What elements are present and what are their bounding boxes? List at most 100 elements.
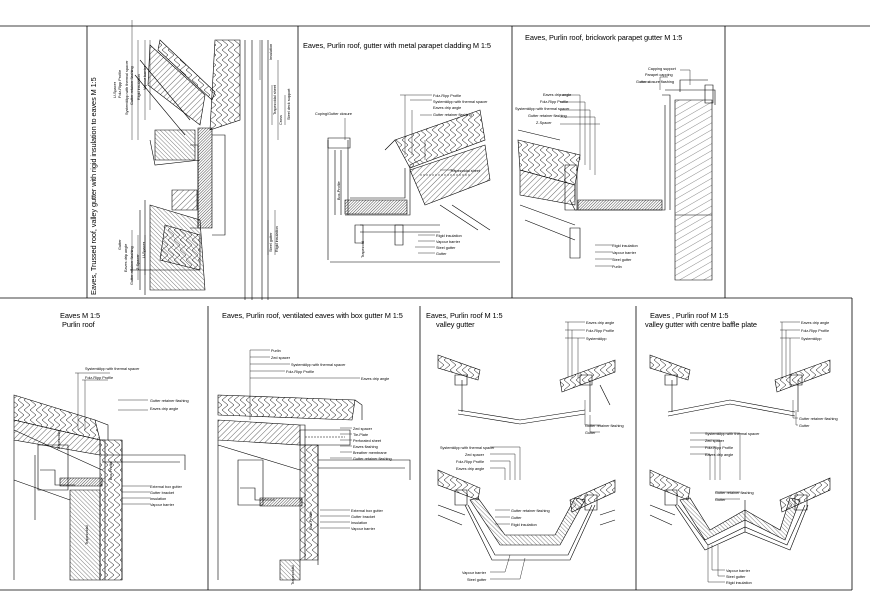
label-systemklipp-thermal: Systemklipp with thermal spacer xyxy=(440,446,495,450)
panel-ventilated-eaves-box-gutter: Eaves, Purlin roof, ventilated eaves wit… xyxy=(218,311,410,585)
label-rigid-insulation: Rigid insulation xyxy=(137,74,141,100)
label-folz-ripp-profile-2: Folz-Ripp Profile xyxy=(705,446,733,450)
label-steel-gutter: Steel gutter xyxy=(726,575,746,579)
label-folz-ripp-profile: Folz-Ripp Profile xyxy=(286,370,314,374)
label-rigid-insulation: Rigid insulation xyxy=(511,523,537,527)
panel-title: Eaves, Purlin roof M 1:5 xyxy=(426,311,502,320)
label-rigid-insulation: Rigid insulation xyxy=(726,581,752,585)
label-folz-ripp-profile: Folz-Ripp Profile xyxy=(586,329,614,333)
panel-title: Eaves, Purlin roof, gutter with metal pa… xyxy=(303,41,491,50)
label-cross: Cross xyxy=(279,115,283,125)
panel-purlin-metal-parapet: Eaves, Purlin roof, gutter with metal pa… xyxy=(303,41,500,262)
label-gutter: Gutter xyxy=(799,424,810,428)
sheet-frame xyxy=(0,26,870,590)
label-trapezoidal-2: Trapezoidal xyxy=(85,525,89,545)
label-rigid-insulation: Rigid insulation xyxy=(612,244,638,248)
label-u-spacer: U-Spacer xyxy=(113,81,117,98)
label-insulation: Insulation xyxy=(351,521,367,525)
panel-title: Eaves, Purlin roof, ventilated eaves wit… xyxy=(222,311,403,320)
label-gutter-2: Gutter xyxy=(511,516,522,520)
label-trapezoidal-sheet: Trapezoidal sheet xyxy=(450,169,481,173)
label-gutter-retainer-flashing-2: Gutter retainer flashing xyxy=(130,246,134,285)
label-gutter-2: Gutter xyxy=(715,498,726,502)
panel-title: Eaves, Purlin roof, brickwork parapet gu… xyxy=(525,33,682,42)
label-systemklipp: Systemklipp with thermal spacer xyxy=(433,100,488,104)
panel-subtitle: valley gutter with centre baffle plate xyxy=(645,320,757,329)
label-eaves-flashing: Eaves flashing xyxy=(353,445,378,449)
label-folz-ripp-profile: Folz-Ripp Profile xyxy=(433,94,461,98)
label-zed-spacer: Zed spacer xyxy=(271,356,291,360)
label-eaves-drip-angle-2: Eaves drip angle xyxy=(705,453,733,457)
label-systemklipp: Systemklipp xyxy=(801,337,821,341)
label-trapezoidal-sheet: Trapezoidal sheet xyxy=(273,84,277,115)
label-box-profile: Box-Profile xyxy=(109,461,113,480)
label-purlin: Purlin xyxy=(271,349,281,353)
label-eaves-drip-angle: Eaves drip angle xyxy=(543,93,571,97)
label-folz-ripp-profile: Folz-Ripp Profile xyxy=(801,329,829,333)
label-zed-spacer: Zed spacer xyxy=(465,453,485,457)
label-parapet-capping: Parapet capping xyxy=(645,73,673,77)
label-box-profile: Box-Profile xyxy=(309,511,313,530)
label-gutter-retainer-flashing-2: Gutter retainer flashing xyxy=(511,509,550,513)
label-eaves-drip-angle: Eaves drip angle xyxy=(150,407,178,411)
label-z-spacer: Z-Spacer xyxy=(136,254,140,270)
label-steel-gutter: Steel gutter xyxy=(269,232,273,252)
label-gutter-retainer-flashing-2: Gutter retainer flashing xyxy=(715,491,754,495)
panel-title: Eaves , Purlin roof M 1:5 xyxy=(650,311,728,320)
label-u-spacer-2: U-Spacer xyxy=(142,241,146,258)
label-folz-ripp-profile: Folz-Ripp Profile xyxy=(540,100,568,104)
label-gutter-retainer-flashing: Gutter retainer flashing xyxy=(528,114,567,118)
label-vapour-barrier: Vapour barrier xyxy=(726,569,751,573)
label-vapour-barrier: Vapour barrier xyxy=(351,527,376,531)
label-systemklipp: Systemklipp with thermal spacer xyxy=(85,367,140,371)
label-vapour-barrier: Vapour barrier xyxy=(436,240,461,244)
label-box-profile: Box-Profile xyxy=(337,181,341,200)
panel-trussed-roof-valley-gutter: Eaves, Trussed roof, valley gutter with … xyxy=(89,20,291,300)
label-insulation: Insulation xyxy=(150,497,166,501)
label-steel-deck-support: Steel deck support xyxy=(287,88,291,120)
label-gutter: Gutter xyxy=(118,239,122,250)
label-purlin: Purlin xyxy=(612,265,622,269)
label-zed-spacer: Zed spacer xyxy=(705,439,725,443)
label-steel-gutter: Steel gutter xyxy=(467,578,487,582)
label-tie-plate: Tie-Plate xyxy=(353,433,368,437)
label-rigid-insulation: Rigid insulation xyxy=(436,234,462,238)
label-systemklipp: Systemklipp with thermal spacer xyxy=(515,107,570,111)
label-folz-ripp-profile-2: Folz-Ripp Profile xyxy=(456,460,484,464)
label-folz-ripp-profile: Folz-Ripp Profile xyxy=(85,376,113,380)
label-gutter-closure-flashing: Gutter closure flashing xyxy=(636,80,674,84)
panel-title: Eaves M 1:5 xyxy=(60,311,100,320)
panel-eaves-purlin-roof: Eaves M 1:5 Purlin roof xyxy=(14,311,189,580)
label-z-spacer: Z-Spacer xyxy=(536,121,552,125)
label-systemklipp: Systemklipp with thermal spacer xyxy=(291,363,346,367)
label-folz-ripp-profile: Folz-Ripp Profile xyxy=(118,70,122,98)
label-vapour-barrier: Vapour barrier xyxy=(150,503,175,507)
panel-valley-gutter-centre-baffle: Eaves , Purlin roof M 1:5 valley gutter … xyxy=(645,311,838,585)
label-eaves-drip-angle: Eaves drip angle xyxy=(361,377,389,381)
label-capping-support: Capping support xyxy=(648,67,677,71)
label-eaves-drip-angle: Eaves drip angle xyxy=(586,321,614,325)
label-zed-spacer-2: Zed spacer xyxy=(353,427,373,431)
label-systemklipp: Systemklipp with thermal spacer xyxy=(125,60,129,115)
panel-valley-gutter: Eaves, Purlin roof M 1:5 valley gutter xyxy=(426,311,624,582)
panel-purlin-brickwork-parapet: Eaves, Purlin roof, brickwork parapet gu… xyxy=(515,33,715,280)
label-external-box-gutter: External box gutter xyxy=(351,509,384,513)
label-gutter-retainer-flashing: Gutter retainer flashing xyxy=(585,424,624,428)
label-vapour-barrier: Vapour barrier xyxy=(612,251,637,255)
label-eaves-drip-angle: Eaves drip angle xyxy=(124,244,128,272)
label-external-box-gutter: External box gutter xyxy=(150,485,183,489)
label-rigid-insulation-2: Rigid insulation xyxy=(275,226,279,252)
label-eaves-drip-angle: Eaves drip angle xyxy=(801,321,829,325)
label-breather-membrane: Breather membrane xyxy=(353,451,387,455)
label-systemklipp: Systemklipp xyxy=(586,337,606,341)
panel-title: Eaves, Trussed roof, valley gutter with … xyxy=(89,77,98,295)
panel-subtitle: valley gutter xyxy=(436,320,475,329)
label-trapezoid: Trapezoid xyxy=(361,241,365,258)
label-gutter: Gutter xyxy=(585,431,596,435)
label-steel-gutter: Steel gutter xyxy=(436,246,456,250)
label-eaves-drip-angle-2: Eaves drip angle xyxy=(456,467,484,471)
label-trapezoidal: Trapezoidal xyxy=(291,565,295,585)
label-coping-gutter-closure: Coping/Gutter closure xyxy=(315,112,352,116)
label-gutter-bracket: Gutter bracket xyxy=(351,515,376,519)
